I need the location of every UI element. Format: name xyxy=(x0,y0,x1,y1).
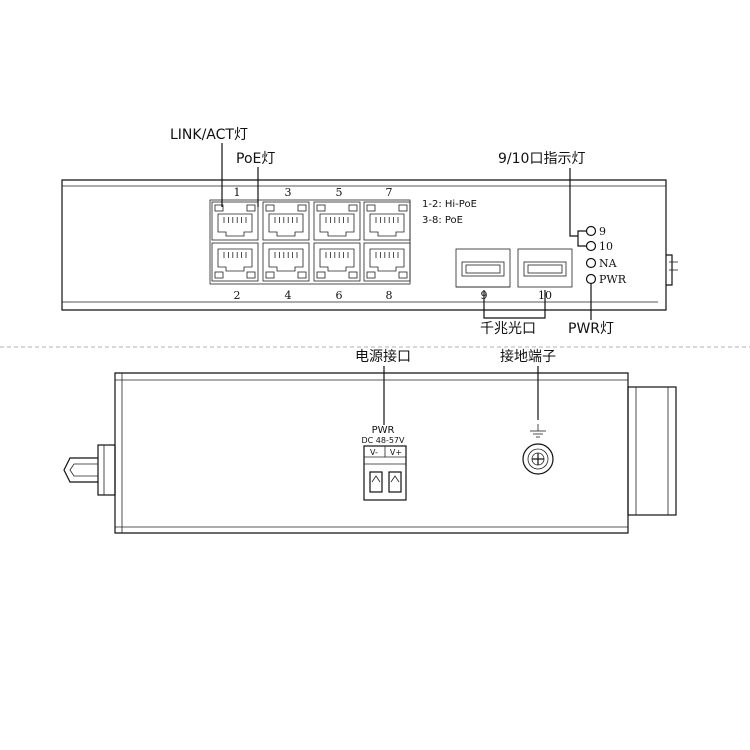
rj45-port-icon xyxy=(363,242,411,282)
port-number-4: 4 xyxy=(285,289,292,302)
pwr-label: PWR xyxy=(372,425,395,436)
front-panel xyxy=(61,179,678,311)
callout-port-9-10: 9/10口指示灯 xyxy=(498,151,585,167)
led-pwr-icon xyxy=(585,273,597,285)
led-10-icon xyxy=(585,240,597,252)
rj45-port-icon xyxy=(211,201,259,241)
rj45-port-icon xyxy=(262,242,310,282)
sfp-port-10 xyxy=(517,248,573,288)
led-label-9: 9 xyxy=(599,225,606,238)
rj45-port-icon xyxy=(313,201,361,241)
callout-link-act: LINK/ACT灯 xyxy=(170,127,248,143)
led-9-icon xyxy=(585,225,597,237)
callout-port-9-10-leader xyxy=(569,168,586,247)
rj45-port-group xyxy=(209,199,411,285)
led-label-na: NA xyxy=(599,257,618,270)
sfp-port-9 xyxy=(455,248,511,288)
poe-note-2: 3-8: PoE xyxy=(422,215,463,226)
led-label-10: 10 xyxy=(599,240,613,253)
callout-power-connector: 电源接口 xyxy=(355,348,411,365)
port-number-5: 5 xyxy=(336,186,343,199)
port-number-1: 1 xyxy=(234,186,241,199)
rj45-port-icon xyxy=(363,201,411,241)
callout-pwr-led: PWR灯 xyxy=(568,321,614,337)
callout-poe: PoE灯 xyxy=(236,151,275,167)
led-label-pwr: PWR xyxy=(599,273,627,286)
power-terminal-block xyxy=(363,445,407,501)
port-number-7: 7 xyxy=(386,186,393,199)
callout-gigabit-optical-leader xyxy=(483,290,546,319)
indicator-leds xyxy=(585,225,597,285)
ground-symbol-icon xyxy=(530,424,546,438)
terminal-plus-label: V+ xyxy=(390,448,402,457)
callout-ground-terminal: 接地端子 xyxy=(500,348,556,365)
callout-gigabit-optical: 千兆光口 xyxy=(480,321,536,337)
voltage-label: DC 48-57V xyxy=(361,436,405,445)
port-number-2: 2 xyxy=(234,289,241,302)
rj45-port-icon xyxy=(211,242,259,282)
ground-terminal xyxy=(522,424,554,475)
port-number-6: 6 xyxy=(336,289,343,302)
terminal-minus-label: V- xyxy=(370,448,378,457)
ground-screw-icon xyxy=(522,443,554,475)
port-number-3: 3 xyxy=(285,186,292,199)
rj45-ports xyxy=(211,201,411,282)
led-na-icon xyxy=(585,257,597,269)
din-rail-latch xyxy=(63,444,116,496)
poe-note-1: 1-2: Hi-PoE xyxy=(422,199,477,210)
rj45-port-icon xyxy=(313,242,361,282)
port-number-8: 8 xyxy=(386,289,393,302)
rj45-port-icon xyxy=(262,201,310,241)
